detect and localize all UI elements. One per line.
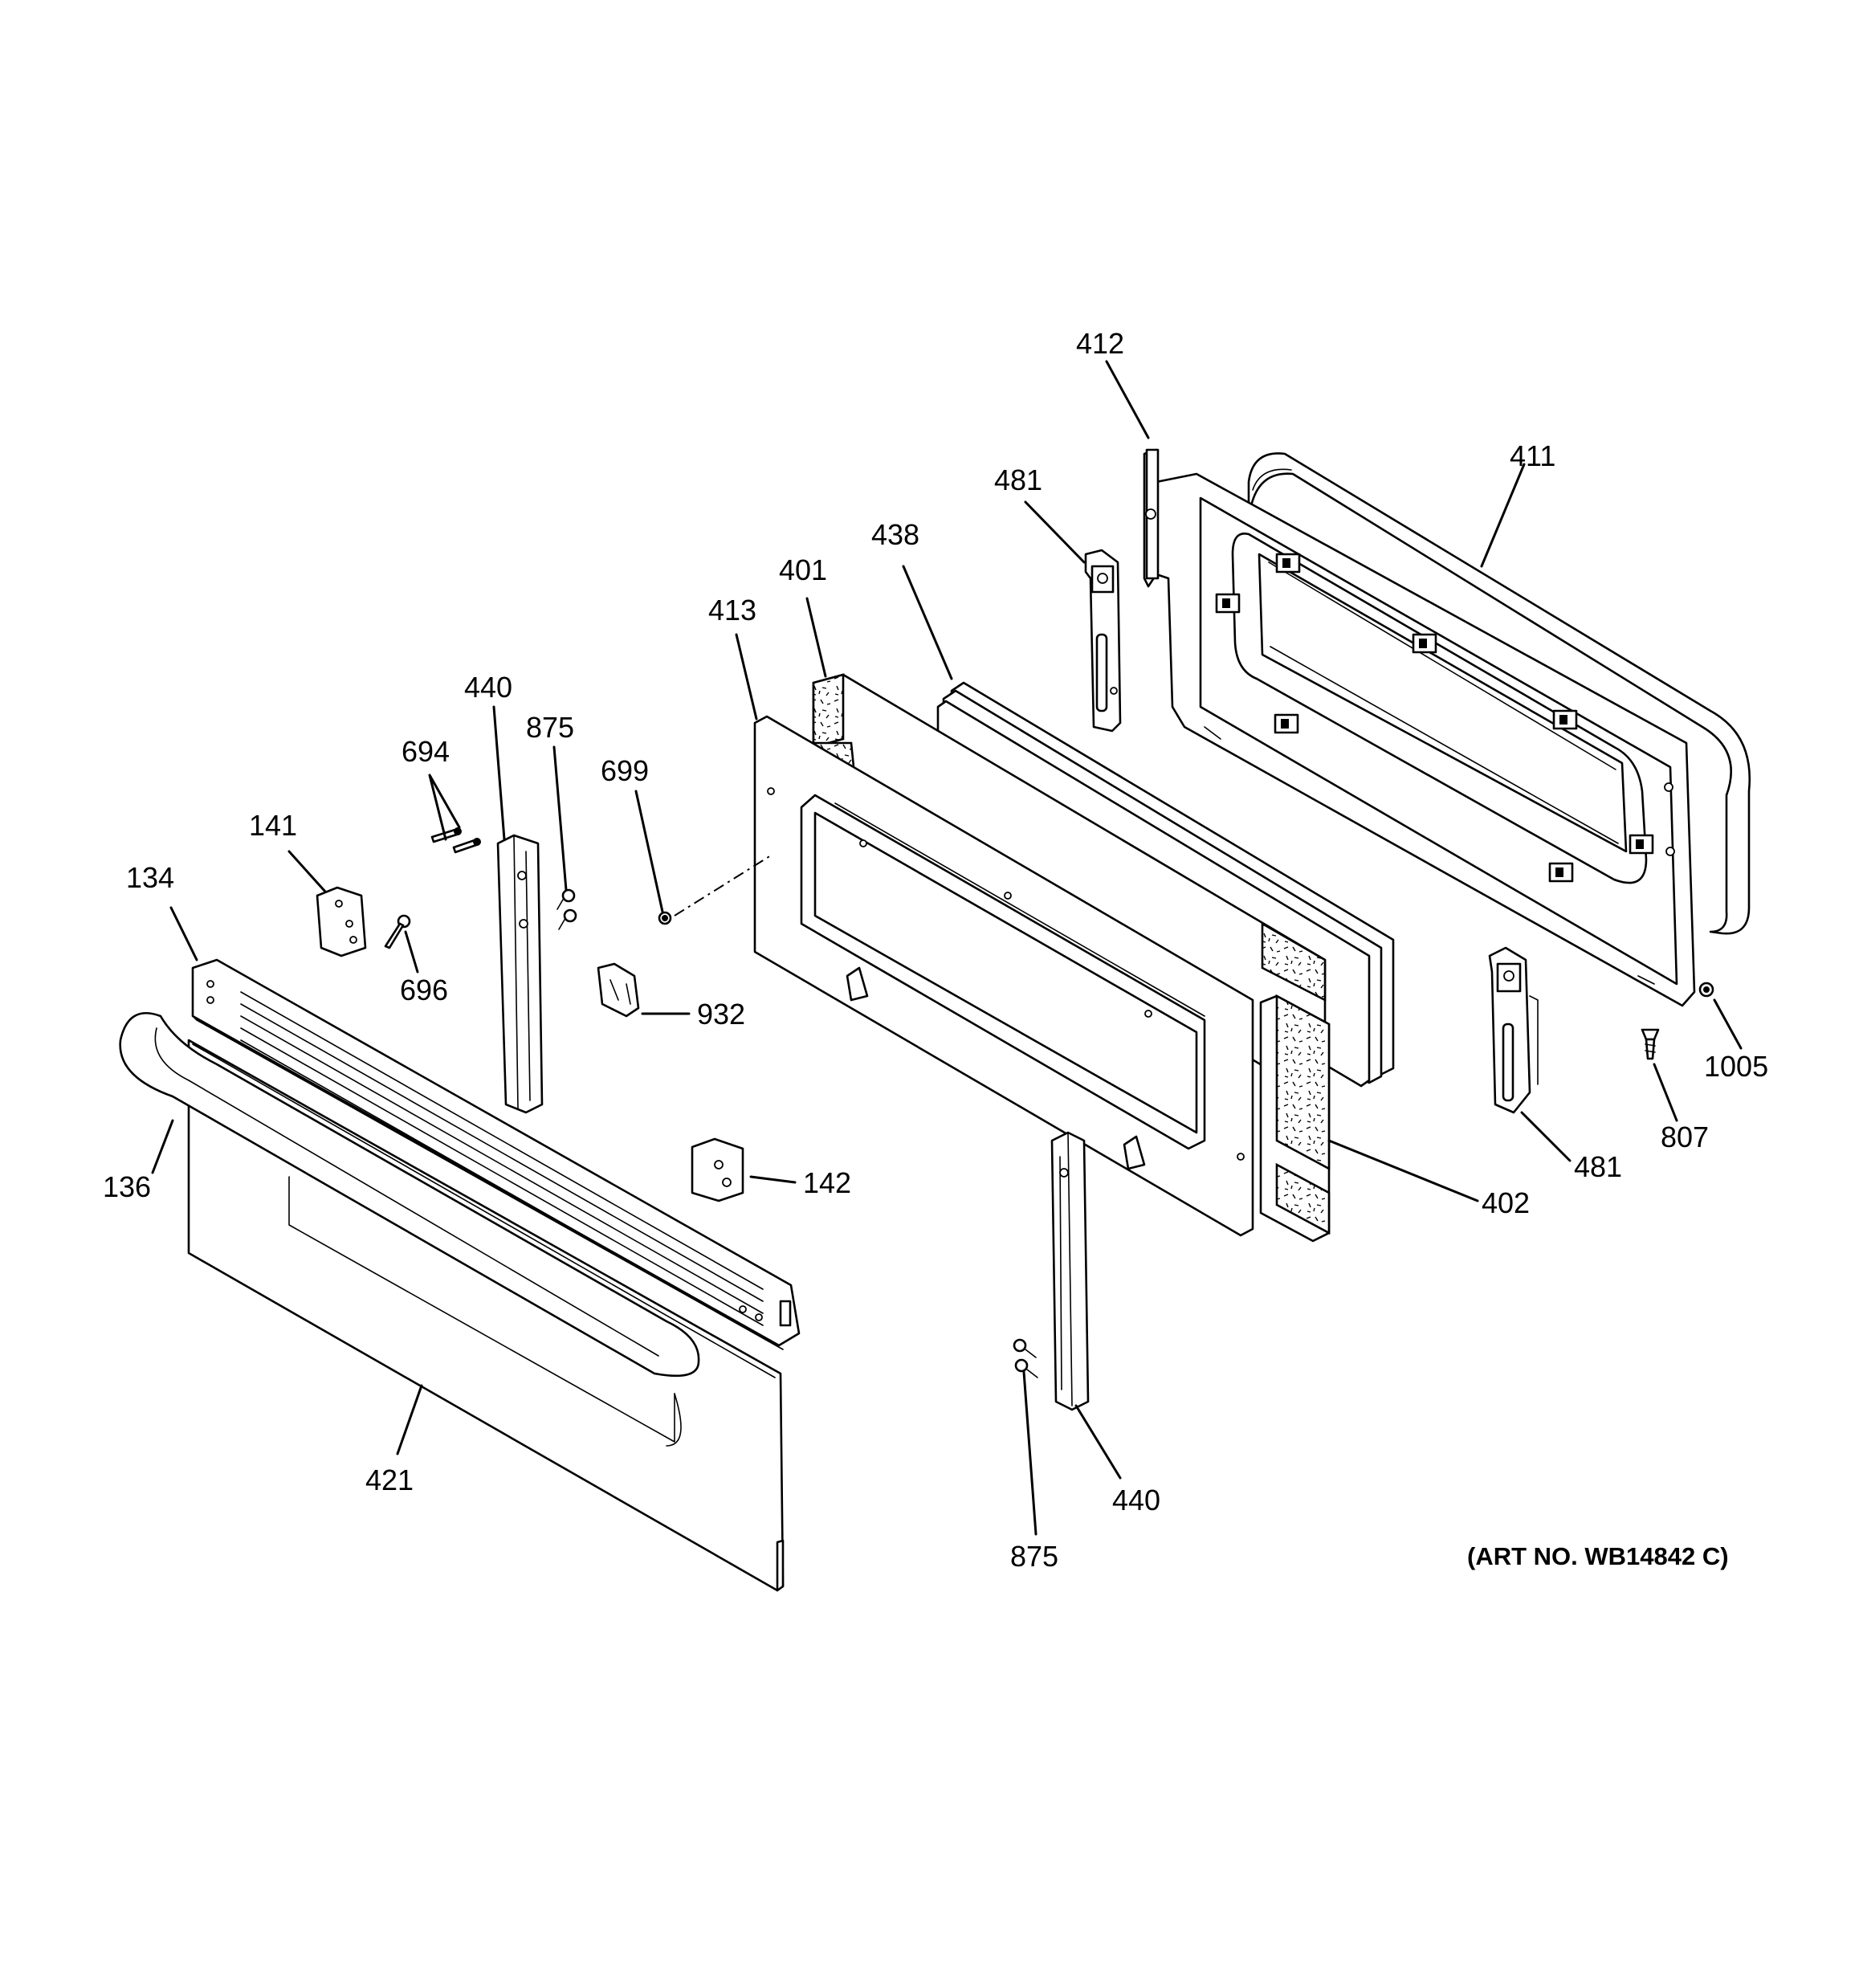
clip-932	[597, 962, 640, 1018]
callout-438: 438	[871, 518, 919, 551]
callout-413: 413	[708, 594, 756, 627]
callout-411: 411	[1510, 439, 1555, 472]
leader-lines	[151, 360, 1743, 1536]
door-insulation-402	[1259, 994, 1331, 1243]
pins-694	[430, 827, 481, 854]
callout-402: 402	[1482, 1186, 1530, 1219]
callout-labels: 412 411 481 438 401 413 440 875 694 699 …	[103, 327, 1768, 1573]
callout-875-bottom: 875	[1010, 1540, 1058, 1573]
screw-696	[384, 914, 411, 949]
screw-699	[658, 911, 672, 925]
inner-door-liner-412	[1143, 448, 1696, 1007]
callout-694: 694	[402, 735, 450, 768]
callout-481-bottom: 481	[1574, 1150, 1622, 1183]
liner-clip	[1629, 834, 1654, 855]
door-handle-136	[119, 1011, 700, 1378]
callout-136: 136	[103, 1170, 151, 1203]
callout-1005: 1005	[1704, 1050, 1768, 1083]
hinge-bracket-141	[316, 886, 367, 957]
liner-clip	[1548, 862, 1574, 883]
art-number: (ART NO. WB14842 C)	[1467, 1542, 1729, 1570]
callout-699: 699	[601, 754, 649, 787]
callout-421: 421	[365, 1463, 414, 1496]
liner-clip	[1412, 633, 1437, 654]
callout-141: 141	[249, 809, 297, 842]
screws-875-bottom	[1013, 1338, 1038, 1378]
hinge-bracket-481-bottom	[1488, 946, 1539, 1114]
callout-481-top: 481	[994, 463, 1042, 496]
liner-clip	[1275, 553, 1301, 574]
callout-696: 696	[400, 974, 448, 1006]
liner-clip	[1215, 593, 1241, 614]
callout-440-top: 440	[464, 671, 512, 704]
screw-807	[1641, 1028, 1660, 1060]
callout-440-bottom: 440	[1112, 1484, 1160, 1517]
callout-134: 134	[126, 861, 174, 894]
callout-412: 412	[1076, 327, 1124, 360]
hinge-bracket-481-top	[1084, 549, 1122, 733]
callout-401: 401	[779, 553, 827, 586]
callout-932: 932	[697, 998, 745, 1031]
vent-trim-134	[191, 958, 801, 1350]
callout-875-top: 875	[526, 711, 574, 744]
callout-142: 142	[803, 1166, 851, 1199]
liner-clip	[1552, 709, 1578, 730]
liner-clip	[1274, 713, 1299, 734]
door-channel-440-top	[496, 834, 544, 1114]
door-channel-440-bottom	[1050, 1131, 1090, 1411]
door-frame-413	[753, 715, 1254, 1237]
screw-1005	[1698, 982, 1714, 998]
screws-875-top	[556, 888, 577, 930]
callout-807: 807	[1661, 1121, 1709, 1153]
hinge-bracket-142	[691, 1137, 744, 1202]
screw-699-axis	[674, 855, 772, 916]
